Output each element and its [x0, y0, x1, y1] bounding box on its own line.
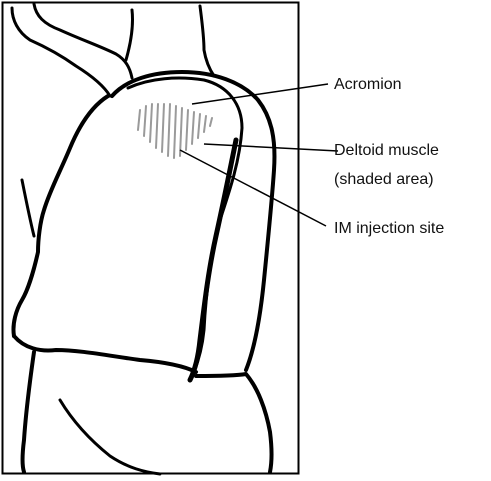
- collar-outline: [12, 8, 110, 96]
- forearm-outline: [14, 336, 196, 372]
- neck-right-line: [200, 6, 214, 76]
- deltoid-muscle-label: Deltoid muscle: [334, 141, 439, 161]
- im-site-leader-line: [180, 150, 326, 226]
- torso-line: [22, 180, 34, 236]
- forearm-lower: [23, 352, 35, 472]
- hip-outline: [196, 374, 272, 472]
- chest-outline: [13, 96, 108, 336]
- deltoid-shading: [138, 104, 212, 158]
- neck-outline: [34, 4, 132, 78]
- im-injection-site-label: IM injection site: [334, 219, 444, 239]
- deltoid-shaded-area-label: (shaded area): [334, 170, 434, 190]
- deltoid-leader-line: [204, 144, 338, 151]
- illustration-border: [3, 3, 299, 474]
- hand-outline: [60, 400, 160, 474]
- acromion-label: Acromion: [334, 75, 402, 95]
- neck-inner-line: [126, 10, 133, 60]
